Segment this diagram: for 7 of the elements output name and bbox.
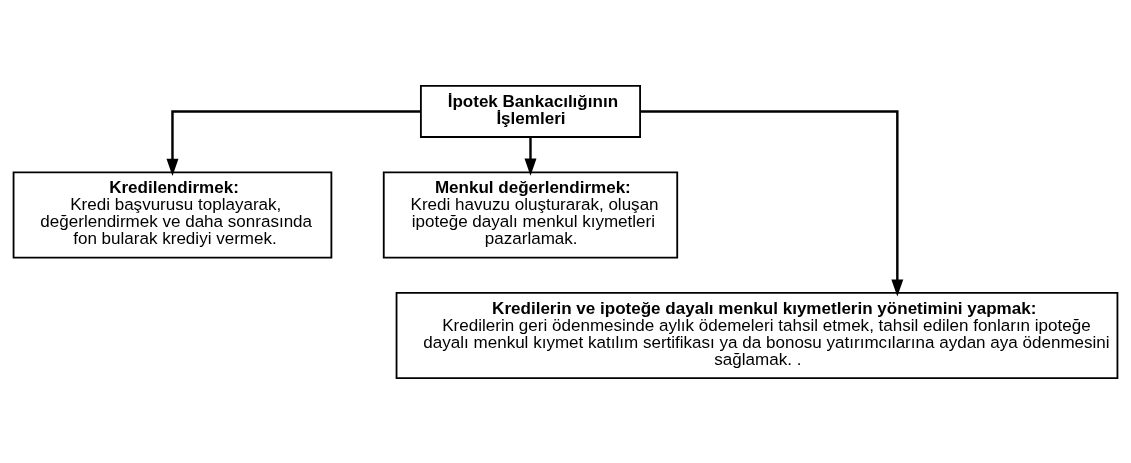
node-box: Menkul değerlendirmek: Kredi havuzu oluşturarak, oluşan ipoteğe dayalı menkul kıymetleri pazarlamak. (382, 170, 679, 258)
arrow (524, 136, 537, 176)
arrow (166, 109, 421, 176)
arrow (640, 109, 904, 297)
node-box: Kredilerin ve ipoteğe dayalı menkul kıymetlerin yönetimini yapmak: Kredilerin geri ödenmesinde aylık ödemeleri tahsil etmek, tahsil edilen fonların ipoteğe dayalı menkul kıymet katılım sertifikası ya da bonosu yatırımcılarına aydan aya ödenmesini sağlamak. . (395, 291, 1119, 379)
node-box: İpotek Bankacılığının İşlemleri (419, 84, 641, 138)
node-box: Kredilendirmek: Kredi başvurusu toplayarak, değerlendirmek ve daha sonrasında fon bularak krediyi vermek. (12, 170, 333, 258)
